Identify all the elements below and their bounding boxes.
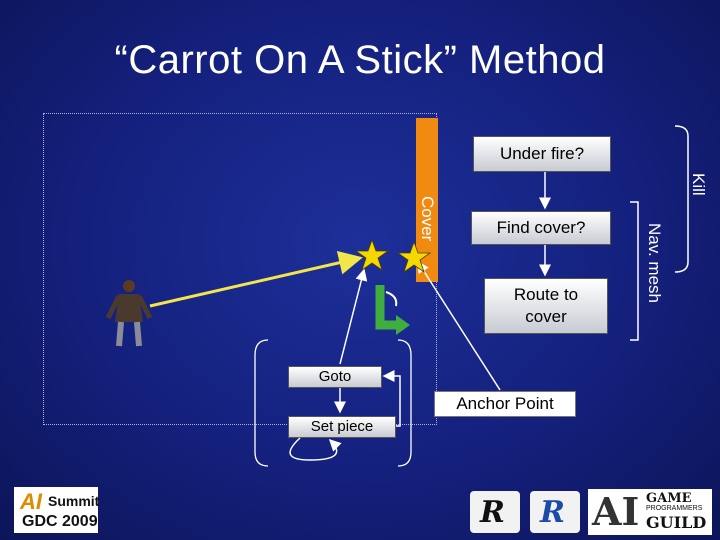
carrot-line <box>149 250 363 308</box>
ai-summit-logo-ai: AI <box>20 489 42 514</box>
arrow-anchor-to-star <box>417 260 501 391</box>
slide-title: “Carrot On A Stick” Method <box>114 38 606 82</box>
path-arrow-curve <box>385 291 398 307</box>
route-to-cover-box: Route to cover <box>484 278 608 334</box>
nav-mesh-bracket <box>630 201 639 341</box>
kill-bracket <box>674 125 689 273</box>
ai-summit-logo: AI Summit GDC 2009 <box>14 487 100 533</box>
state-group-right <box>397 339 412 467</box>
character-icon <box>105 280 153 347</box>
arrow-setpiece-to-goto <box>382 370 401 427</box>
setpiece-loop <box>289 437 342 461</box>
guild-logo-guild: GUILD <box>646 513 707 532</box>
rockstar-logo-dark-letter: R <box>480 495 505 530</box>
set-piece-box: Set piece <box>288 416 396 438</box>
path-arrow-head <box>396 315 410 335</box>
goto-box: Goto <box>288 366 382 388</box>
anchor-point-label: Anchor Point <box>434 391 576 417</box>
find-cover-box: Find cover? <box>471 211 611 245</box>
star-icon-anchor <box>396 240 432 274</box>
rockstar-logo-blue: R <box>530 491 580 533</box>
rockstar-logo-blue-letter: R <box>540 495 565 530</box>
ai-game-programmers-guild-logo: AI GAME PROGRAMMERS GUILD <box>588 489 712 535</box>
under-fire-box: Under fire? <box>473 136 611 172</box>
guild-logo-mark: AI <box>592 489 640 534</box>
state-group-left <box>254 339 269 467</box>
star-icon-target <box>354 238 390 272</box>
guild-logo-game: GAME <box>646 491 692 506</box>
rockstar-logo-dark: R <box>470 491 520 533</box>
arrow-goto-to-star <box>339 268 368 365</box>
ai-summit-logo-gdc: GDC 2009 <box>22 513 98 530</box>
cover-wall <box>416 118 438 282</box>
ai-summit-logo-summit: Summit <box>48 493 100 509</box>
guild-logo-programmers: PROGRAMMERS <box>646 505 703 512</box>
path-arrow-icon <box>375 285 398 330</box>
